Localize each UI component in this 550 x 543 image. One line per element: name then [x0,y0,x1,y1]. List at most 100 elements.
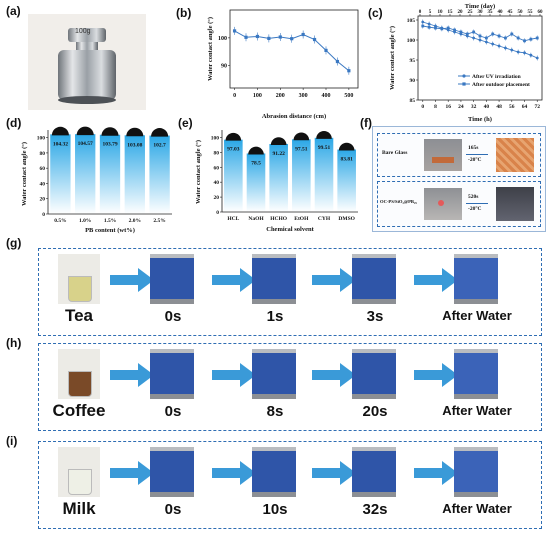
chart-d-ytick-label: 20 [40,197,46,203]
chart-e-bar [224,139,243,212]
chart-c-x2tick-label: 55 [528,10,534,15]
chart-b-ytick-label: 90 [221,64,227,70]
sequence-arrow [312,461,356,485]
panel-label-h: (h) [6,336,22,350]
chart-c-point-uv [535,56,539,60]
chart-c-point-uv [510,48,514,52]
bare-glass-label: Bare Glass [382,150,408,156]
chart-c-point-outdoor [459,30,463,34]
sequence-frame-milk [38,441,542,529]
sequence-arrow [110,461,154,485]
chart-e-bar [292,139,311,212]
coated-fabric-photo [352,349,396,399]
chart-e-data-label: 97.03 [227,147,240,153]
bare-glass-photo-after [496,138,534,172]
chart-e-data-label: 91.22 [272,151,285,157]
chart-c-point-outdoor [472,30,476,34]
chart-c-point-outdoor [440,27,444,31]
chart-c-ytick-label: 95 [410,58,416,64]
chart-c-point-outdoor [421,24,425,28]
chart-b-ytick-label: 100 [218,36,227,42]
legend-label-uv: After UV irradiation [472,74,521,80]
chart-c-x2tick-label: 10 [438,10,444,15]
chart-d-droplet [151,128,169,137]
time-step-label: 32s [362,501,388,518]
sequence-arrow [414,363,458,387]
panel-label-d: (d) [6,116,22,130]
chart-e-category-label: NaOH [248,216,264,222]
chart-c-point-outdoor [510,32,514,36]
chart-c-point-outdoor [529,37,533,41]
chart-c-point-uv [491,42,495,46]
chart-c-x2tick-label: 45 [508,10,514,15]
chart-d-ytick-label: 0 [42,212,45,218]
time-step-label: After Water [442,501,512,516]
chart-e-ytick-label: 20 [214,195,220,201]
chart-c-point-outdoor [497,34,501,38]
weight-photo: 100g [28,14,146,110]
sequence-frame-coffee [38,343,542,431]
coated-glass-label: OC-PS/SiO₂@PB₂₅ [380,199,417,204]
chart-c-point-uv [484,40,488,44]
ice-drop-mark [432,157,454,163]
chart-c-ylabel: Water contact angle (°) [389,26,396,90]
chart-b-point [232,29,237,33]
chart-c-x2tick-label: 15 [448,10,454,15]
legend-marker-outdoor [462,82,466,86]
chart-c-x2tick-label: 50 [518,10,524,15]
chart-c-xtick-label: 0 [421,104,424,110]
chart-d-droplet [126,127,144,137]
chart-d-xlabel: PB content (wt%) [85,227,135,234]
sequence-arrow [414,461,458,485]
time-step-label: 0s [164,308,182,325]
weight-engraving: 100g [75,28,91,35]
chart-c-xtick-label: 16 [445,104,451,110]
chart-c-xtick-label: 40 [484,104,490,110]
chart-e-category-label: CYH [318,216,331,222]
chart-e-xlabel: Chemical solvent [266,226,314,233]
time-step-label: 0s [164,501,182,518]
coated-glass-arrow [466,203,488,204]
chart-c-point-outdoor [434,26,437,30]
chart-b-xtick-label: 500 [344,93,353,99]
coated-glass-temp: -20°C [468,206,482,212]
sequence-frame-tea [38,248,542,336]
chart-c-xlabel: Time (h) [468,116,492,123]
chart-d-category-label: 2.0% [129,218,141,224]
chart-b-ylabel: Water contact angle (°) [207,17,214,81]
chart-c-xtick-label: 48 [496,104,502,110]
panel-label-c: (c) [368,6,383,20]
chart-e-data-label: 97.51 [295,146,308,152]
bare-glass-arrow [466,154,488,155]
chart-b-point [290,37,294,41]
chart-b-point [255,34,260,39]
chart-d-category-label: 1.5% [104,218,116,224]
chart-c-ytick-label: 105 [407,18,416,24]
chart-c-point-outdoor [465,32,469,36]
sequence-arrow [312,363,356,387]
chart-d-category-label: 1.0% [79,218,91,224]
chart-d-category-label: 2.5% [153,218,165,224]
coated-fabric-photo [150,447,194,497]
anti-icing-row-coated: OC-PS/SiO₂@PB₂₅ 520s -20°C [377,181,541,227]
time-step-label: 20s [362,403,388,420]
chart-c-x2tick-label: 35 [488,10,494,15]
coated-fabric-photo [352,254,396,304]
chart-c-x2tick-label: 25 [468,10,474,15]
cup-liquid [68,276,92,302]
coated-fabric-photo [252,349,296,399]
chart-c-point-outdoor [535,36,539,40]
time-step-label: 0s [164,403,182,420]
chart-e-data-label: 83.81 [340,157,353,163]
sequence-arrow [212,268,256,292]
chart-e-category-label: HCL [227,216,239,222]
chart-e-bar [337,149,356,212]
chart-c-xtick-label: 8 [434,104,437,110]
chart-d-data-label: 103.79 [102,142,117,148]
panel-label-i: (i) [6,434,18,448]
chart-c-point-outdoor [504,36,507,40]
coated-fabric-photo [454,254,498,304]
chart-c-point-uv [516,50,520,54]
chart-e-droplet [270,137,287,145]
